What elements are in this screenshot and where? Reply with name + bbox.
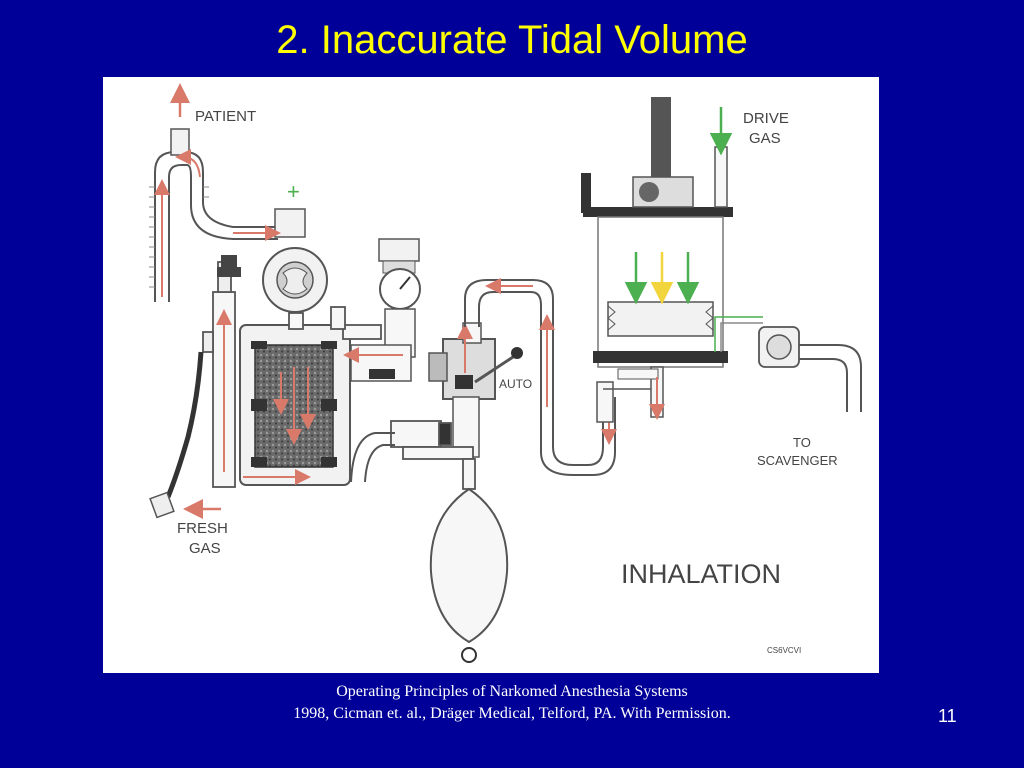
to-scavenger-label-2: SCAVENGER	[757, 453, 838, 468]
drive-gas-label-1: DRIVE	[743, 110, 789, 127]
slide-title: 2. Inaccurate Tidal Volume	[276, 18, 748, 62]
ventilator-bellows	[581, 97, 733, 418]
patient-label: PATIENT	[195, 108, 256, 125]
patient-hose	[154, 151, 278, 302]
citation-line-2: 1998, Cicman et. al., Dräger Medical, Te…	[293, 705, 731, 722]
anesthesia-circuit-diagram: PATIENT + FR	[103, 77, 879, 673]
inspiratory-valve: +	[262, 179, 328, 313]
phase-label: INHALATION	[621, 559, 781, 589]
fresh-gas-label-1: FRESH	[177, 520, 228, 537]
to-scavenger-label-1: TO	[793, 435, 811, 450]
citation-line-1: Operating Principles of Narkomed Anesthe…	[336, 683, 688, 700]
fresh-gas-label-2: GAS	[189, 540, 221, 557]
citation: Operating Principles of Narkomed Anesthe…	[0, 681, 1024, 725]
diagram-code: CS6VCVI	[767, 646, 801, 655]
fresh-gas-hose	[165, 351, 204, 498]
pressure-gauge	[378, 238, 421, 358]
reservoir-bag	[429, 487, 509, 663]
auto-label: AUTO	[499, 377, 532, 391]
drive-gas-label-2: GAS	[749, 130, 781, 147]
plus-sign: +	[287, 179, 300, 204]
page-number: 11	[938, 706, 957, 726]
exhaust-valve	[714, 316, 862, 412]
